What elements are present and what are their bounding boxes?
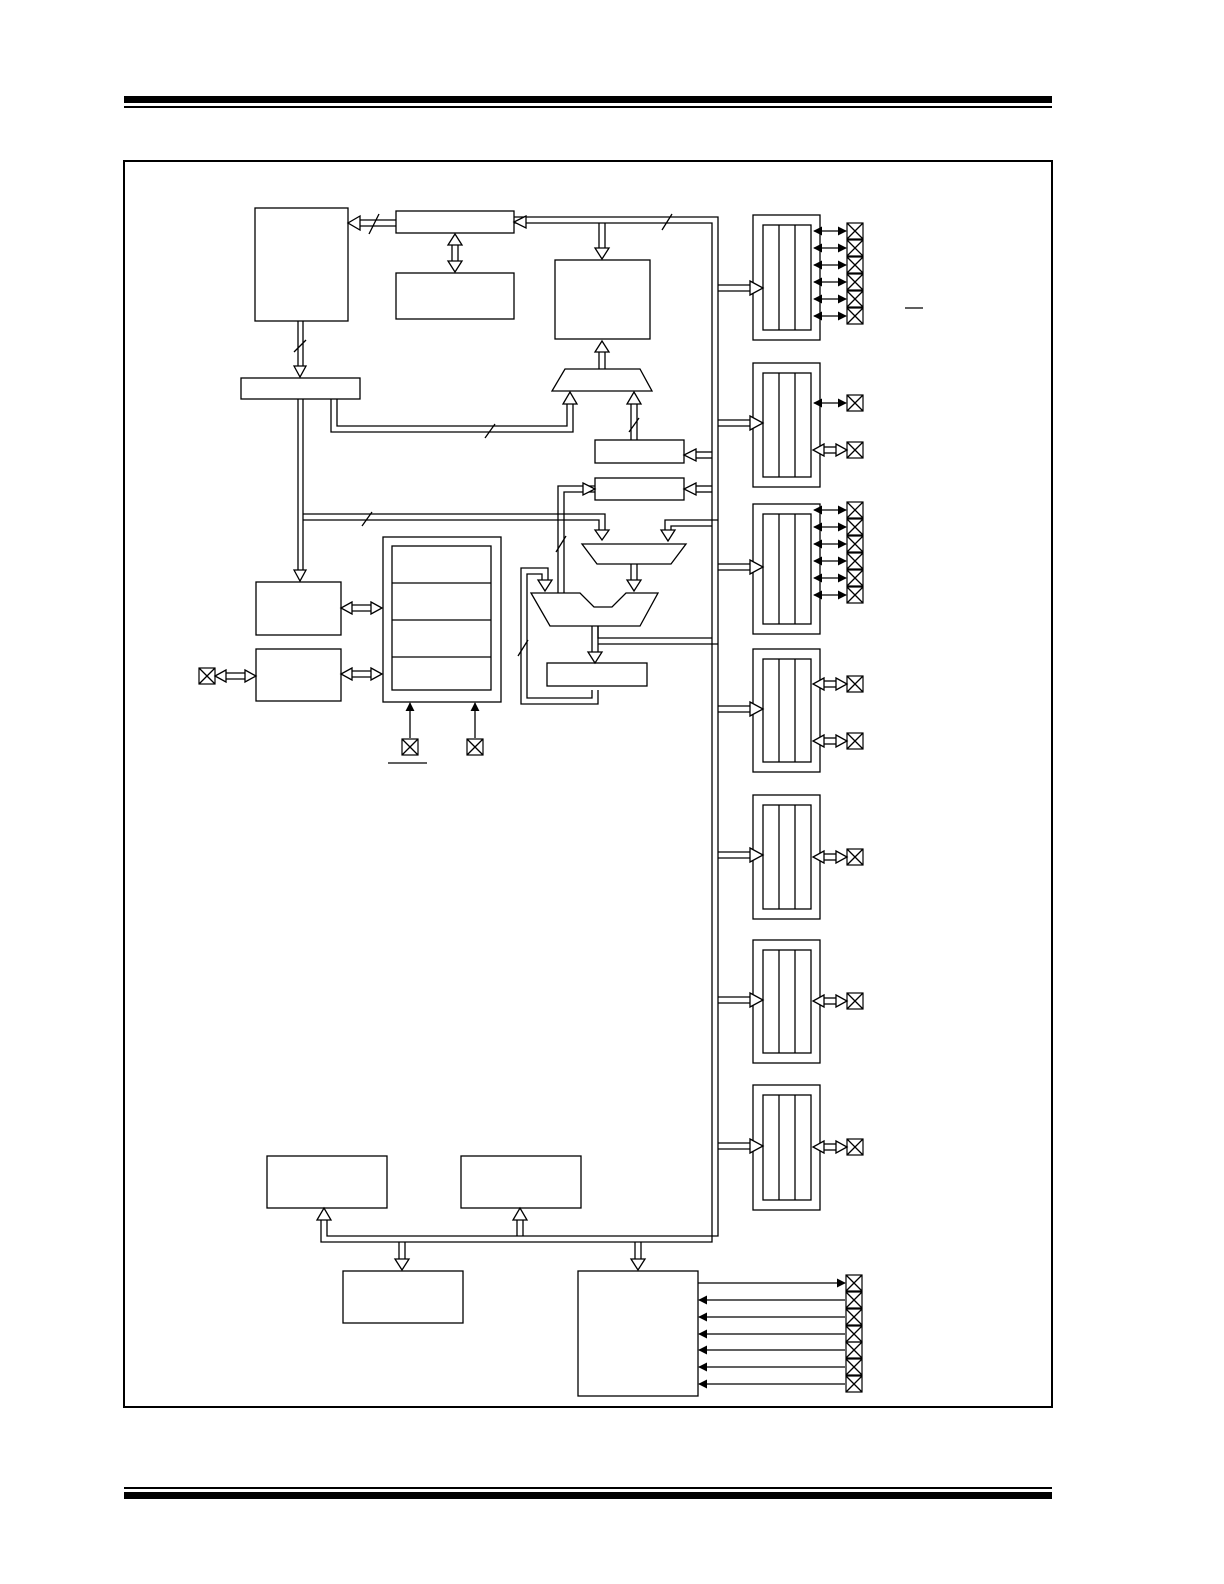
port-f-block	[752, 939, 821, 1064]
footer-rule-thick	[124, 1492, 1052, 1499]
port-a-pin-3-icon	[846, 273, 864, 291]
port-a-pin-2-icon	[846, 256, 864, 274]
port-c-bus-arrow	[718, 558, 765, 576]
bus-width-slash	[661, 213, 673, 231]
peripheral-4-pin-0-icon	[845, 1274, 863, 1292]
osc-pin-icon	[198, 667, 216, 685]
osc-connection	[213, 668, 258, 684]
peripheral-bus	[315, 1206, 647, 1272]
peripheral-block-2	[460, 1155, 582, 1209]
port-c-pin-4-icon	[846, 569, 864, 587]
port-b-block	[752, 362, 821, 488]
bus-to-fsr-status	[682, 447, 712, 497]
data-bus	[514, 216, 719, 1243]
ir-to-mux-bus	[330, 390, 579, 439]
ram-file-registers-block	[554, 259, 651, 340]
w-register-block	[546, 662, 648, 687]
port-e-block	[752, 794, 821, 920]
port-a-bus-arrow	[718, 279, 765, 297]
port-c-pin-0-icon	[846, 501, 864, 519]
peripheral-4-pin-5-icon	[845, 1358, 863, 1376]
footer-rule-thin	[124, 1487, 1052, 1489]
port-d-signal-0	[811, 676, 849, 692]
mux-to-alu	[625, 564, 643, 593]
stack-block	[395, 272, 515, 320]
memory-to-ir	[292, 321, 308, 379]
status-register-block	[594, 477, 685, 501]
alu-input-mux	[580, 543, 688, 565]
fsr-to-mux	[625, 390, 643, 440]
program-counter-block	[395, 210, 515, 234]
status-to-alu	[555, 481, 597, 593]
fsr-register-block	[594, 439, 685, 464]
alu	[529, 592, 660, 627]
bus-to-alu-mux	[659, 519, 718, 543]
port-c-pin-3-icon	[846, 552, 864, 570]
port-a-pin-4-icon	[846, 290, 864, 308]
block-diagram-frame	[123, 160, 1053, 1408]
port-a-pin-5-icon	[846, 307, 864, 325]
port-g-signal-0	[811, 1139, 849, 1155]
port-e-bus-arrow	[718, 846, 765, 864]
pc-to-memory-bus	[346, 213, 396, 235]
peripheral-block-4	[577, 1270, 699, 1397]
port-d-bus-arrow	[718, 700, 765, 718]
port-d-block	[752, 648, 821, 773]
port-g-block	[752, 1084, 821, 1211]
control-circuits-inner	[391, 545, 492, 691]
port-a-pin-0-icon	[846, 222, 864, 240]
w-feedback-path	[517, 567, 599, 705]
mux-to-ram	[593, 339, 611, 369]
port-b-pin-0-icon	[846, 394, 864, 412]
bus-to-ram	[593, 223, 611, 261]
address-mux	[550, 368, 654, 392]
peripheral-block-3	[342, 1270, 464, 1324]
ir-literal-bus	[292, 399, 611, 583]
peripheral-4-pin-4-icon	[845, 1341, 863, 1359]
port-a-pin-1-icon	[846, 239, 864, 257]
decode-to-control	[339, 600, 384, 682]
port-c-pin-1-icon	[846, 518, 864, 536]
port-a-block	[752, 214, 821, 341]
port-c-pin-2-icon	[846, 535, 864, 553]
header-rule-thin	[124, 106, 1052, 108]
port-b-pin-1-icon	[846, 441, 864, 459]
peripheral-4-pins	[698, 1274, 863, 1393]
peripheral-block-1	[266, 1155, 388, 1209]
vdd-pin-icon	[466, 738, 484, 756]
header-rule-thick	[124, 96, 1052, 103]
control-circuits-block	[382, 536, 502, 703]
peripheral-4-pin-6-icon	[845, 1375, 863, 1393]
port-g-bus-arrow	[718, 1137, 765, 1155]
port-d-signal-1	[811, 733, 849, 749]
instruction-register-block	[240, 377, 361, 400]
port-f-bus-arrow	[718, 991, 765, 1009]
port-d-pin-1-icon	[846, 732, 864, 750]
port-d-pin-0-icon	[846, 675, 864, 693]
instruction-decode-block	[255, 581, 342, 636]
port-g-pin-0-icon	[846, 1138, 864, 1156]
bus-to-pc-arrow	[512, 214, 527, 230]
port-c-pin-5-icon	[846, 586, 864, 604]
timing-generation-block	[255, 648, 342, 702]
port-e-signal-0	[811, 849, 849, 865]
port-b-bus-arrow	[718, 414, 765, 432]
peripheral-4-pin-3-icon	[845, 1325, 863, 1343]
stack-pc-bus	[446, 232, 464, 274]
peripheral-4-pin-2-icon	[845, 1308, 863, 1326]
port-c-block	[752, 503, 821, 635]
program-memory-block	[254, 207, 349, 322]
port-f-signal-0	[811, 993, 849, 1009]
peripheral-4-pin-1-icon	[845, 1291, 863, 1309]
alu-output-bus	[597, 626, 718, 645]
port-f-pin-0-icon	[846, 992, 864, 1010]
mclr-pin-icon	[401, 738, 419, 756]
port-e-pin-0-icon	[846, 848, 864, 866]
port-b-signal-1	[811, 442, 849, 458]
port-blocks	[718, 214, 864, 1211]
